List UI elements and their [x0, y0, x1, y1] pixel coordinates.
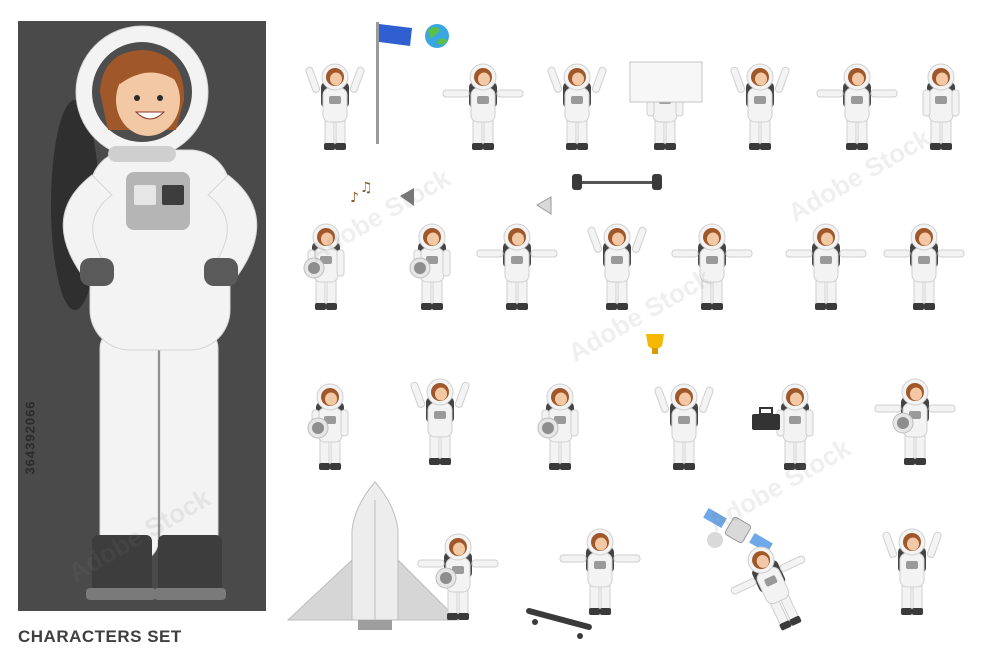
trophy-icon [646, 334, 664, 354]
hero-left-glove [80, 258, 114, 286]
astronaut-floating-pose [729, 541, 807, 633]
astronaut-jump-pose [409, 378, 471, 466]
astronaut-singing-pose [303, 223, 345, 311]
hero-left-boot [92, 535, 152, 597]
toolbox-icon [752, 407, 780, 430]
astronaut-wave-pose [729, 63, 791, 151]
astronaut-megaphone-pose [409, 223, 451, 311]
megaphone-icon [400, 188, 414, 206]
svg-text:♫: ♫ [360, 180, 373, 196]
music-notes-icon: ♪ ♫ [350, 180, 373, 206]
globe-icon [425, 24, 449, 48]
svg-text:♪: ♪ [350, 190, 359, 206]
stock-id-label: 364392066 [22, 400, 38, 475]
astronaut-toolbox-pose [776, 383, 814, 471]
characters-set-caption: CHARACTERS SET [18, 627, 182, 646]
hero-astronaut [51, 25, 258, 600]
astronaut-cheer-pose [546, 63, 608, 151]
barbell-icon [572, 174, 662, 190]
hero-right-leg [159, 329, 219, 561]
rocket-icon [286, 481, 460, 630]
sign-board-icon [629, 61, 703, 103]
hero-right-boot [158, 535, 222, 597]
astronaut-point-left-pose [785, 223, 867, 311]
astronaut-lifting-pose [586, 223, 648, 311]
astronaut-trophy-pose [653, 383, 715, 471]
flag-icon [376, 22, 412, 144]
astronaut-present-pose [883, 223, 965, 311]
astronaut-leaping-pose [881, 528, 943, 616]
astronaut-thumbs-up-pose [816, 63, 898, 151]
hero-left-leg [99, 329, 159, 561]
astronaut-globe-pose [442, 63, 524, 151]
astronaut-flag-pose [304, 63, 366, 151]
astronaut-point-right-pose [671, 223, 753, 311]
megaphone-icon-2 [536, 196, 552, 215]
hero-right-glove [204, 258, 238, 286]
astronaut-announce-pose [476, 223, 558, 311]
astronaut-helmet-hold-pose [307, 383, 349, 471]
astronaut-running-pose [874, 378, 956, 466]
skateboard-icon [526, 607, 592, 639]
astronaut-phone-pose [537, 383, 579, 471]
astronaut-skateboard-pose [559, 528, 641, 616]
astronaut-standing-pose [922, 63, 960, 151]
